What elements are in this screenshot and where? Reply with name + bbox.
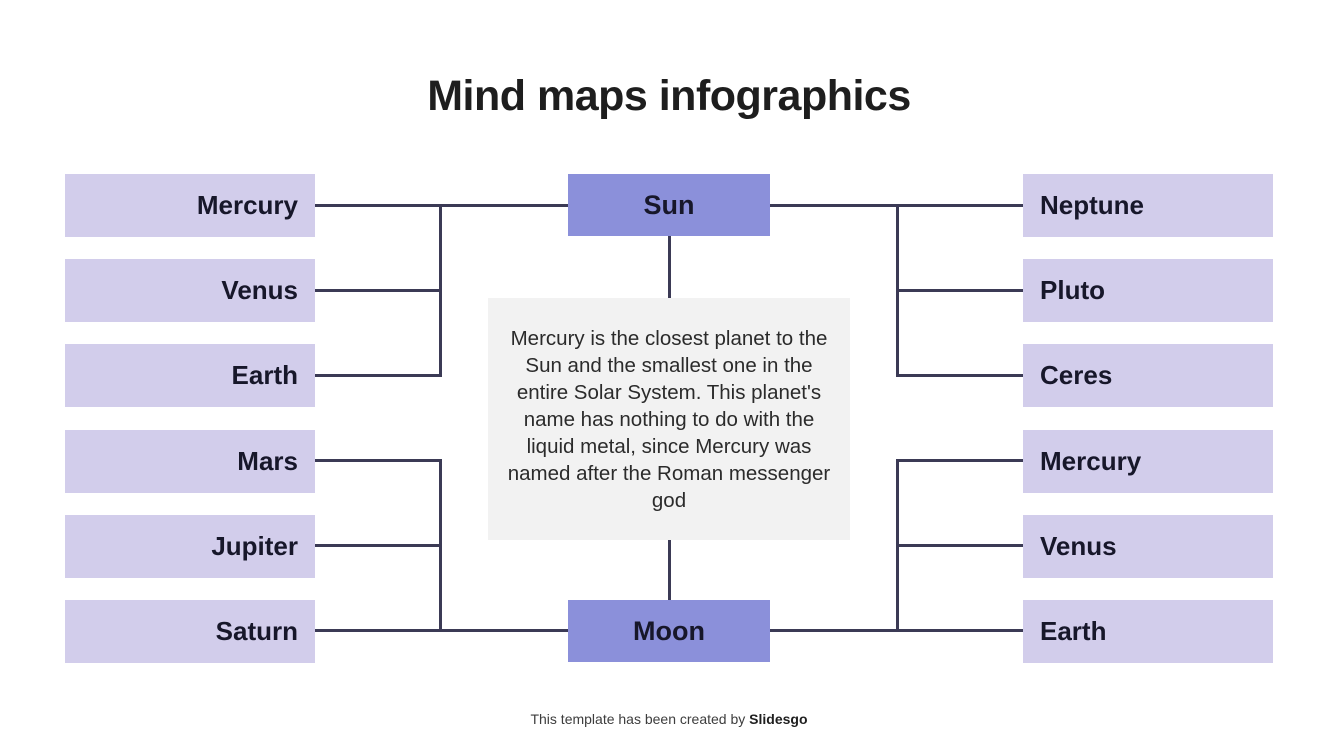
connector-line bbox=[315, 459, 442, 462]
connector-line bbox=[896, 374, 1023, 377]
node-right-mercury: Mercury bbox=[1023, 430, 1273, 493]
connector-line bbox=[668, 540, 671, 600]
node-left-jupiter: Jupiter bbox=[65, 515, 315, 578]
connector-line bbox=[315, 374, 442, 377]
connector-line bbox=[315, 544, 442, 547]
connector-line bbox=[315, 289, 442, 292]
node-right-pluto: Pluto bbox=[1023, 259, 1273, 322]
connector-line bbox=[896, 459, 1023, 462]
footer-text: This template has been created by bbox=[530, 711, 750, 727]
connector-line bbox=[896, 544, 1023, 547]
connector-line bbox=[439, 459, 442, 632]
node-right-ceres: Ceres bbox=[1023, 344, 1273, 407]
connector-line bbox=[896, 204, 899, 377]
description-text: Mercury is the closest planet to the Sun… bbox=[507, 326, 831, 512]
description-box: Mercury is the closest planet to the Sun… bbox=[488, 298, 850, 540]
footer-brand: Slidesgo bbox=[749, 711, 808, 727]
node-sun: Sun bbox=[568, 174, 770, 236]
node-right-venus: Venus bbox=[1023, 515, 1273, 578]
node-left-saturn: Saturn bbox=[65, 600, 315, 663]
node-right-neptune: Neptune bbox=[1023, 174, 1273, 237]
node-right-earth: Earth bbox=[1023, 600, 1273, 663]
footer-credit: This template has been created by Slides… bbox=[0, 711, 1338, 727]
node-left-mars: Mars bbox=[65, 430, 315, 493]
connector-line bbox=[896, 289, 1023, 292]
page-title: Mind maps infographics bbox=[427, 72, 911, 120]
node-left-venus: Venus bbox=[65, 259, 315, 322]
node-moon: Moon bbox=[568, 600, 770, 662]
connector-line bbox=[896, 459, 899, 632]
connector-line bbox=[668, 236, 671, 298]
node-left-earth: Earth bbox=[65, 344, 315, 407]
connector-line bbox=[439, 204, 442, 377]
node-left-mercury: Mercury bbox=[65, 174, 315, 237]
